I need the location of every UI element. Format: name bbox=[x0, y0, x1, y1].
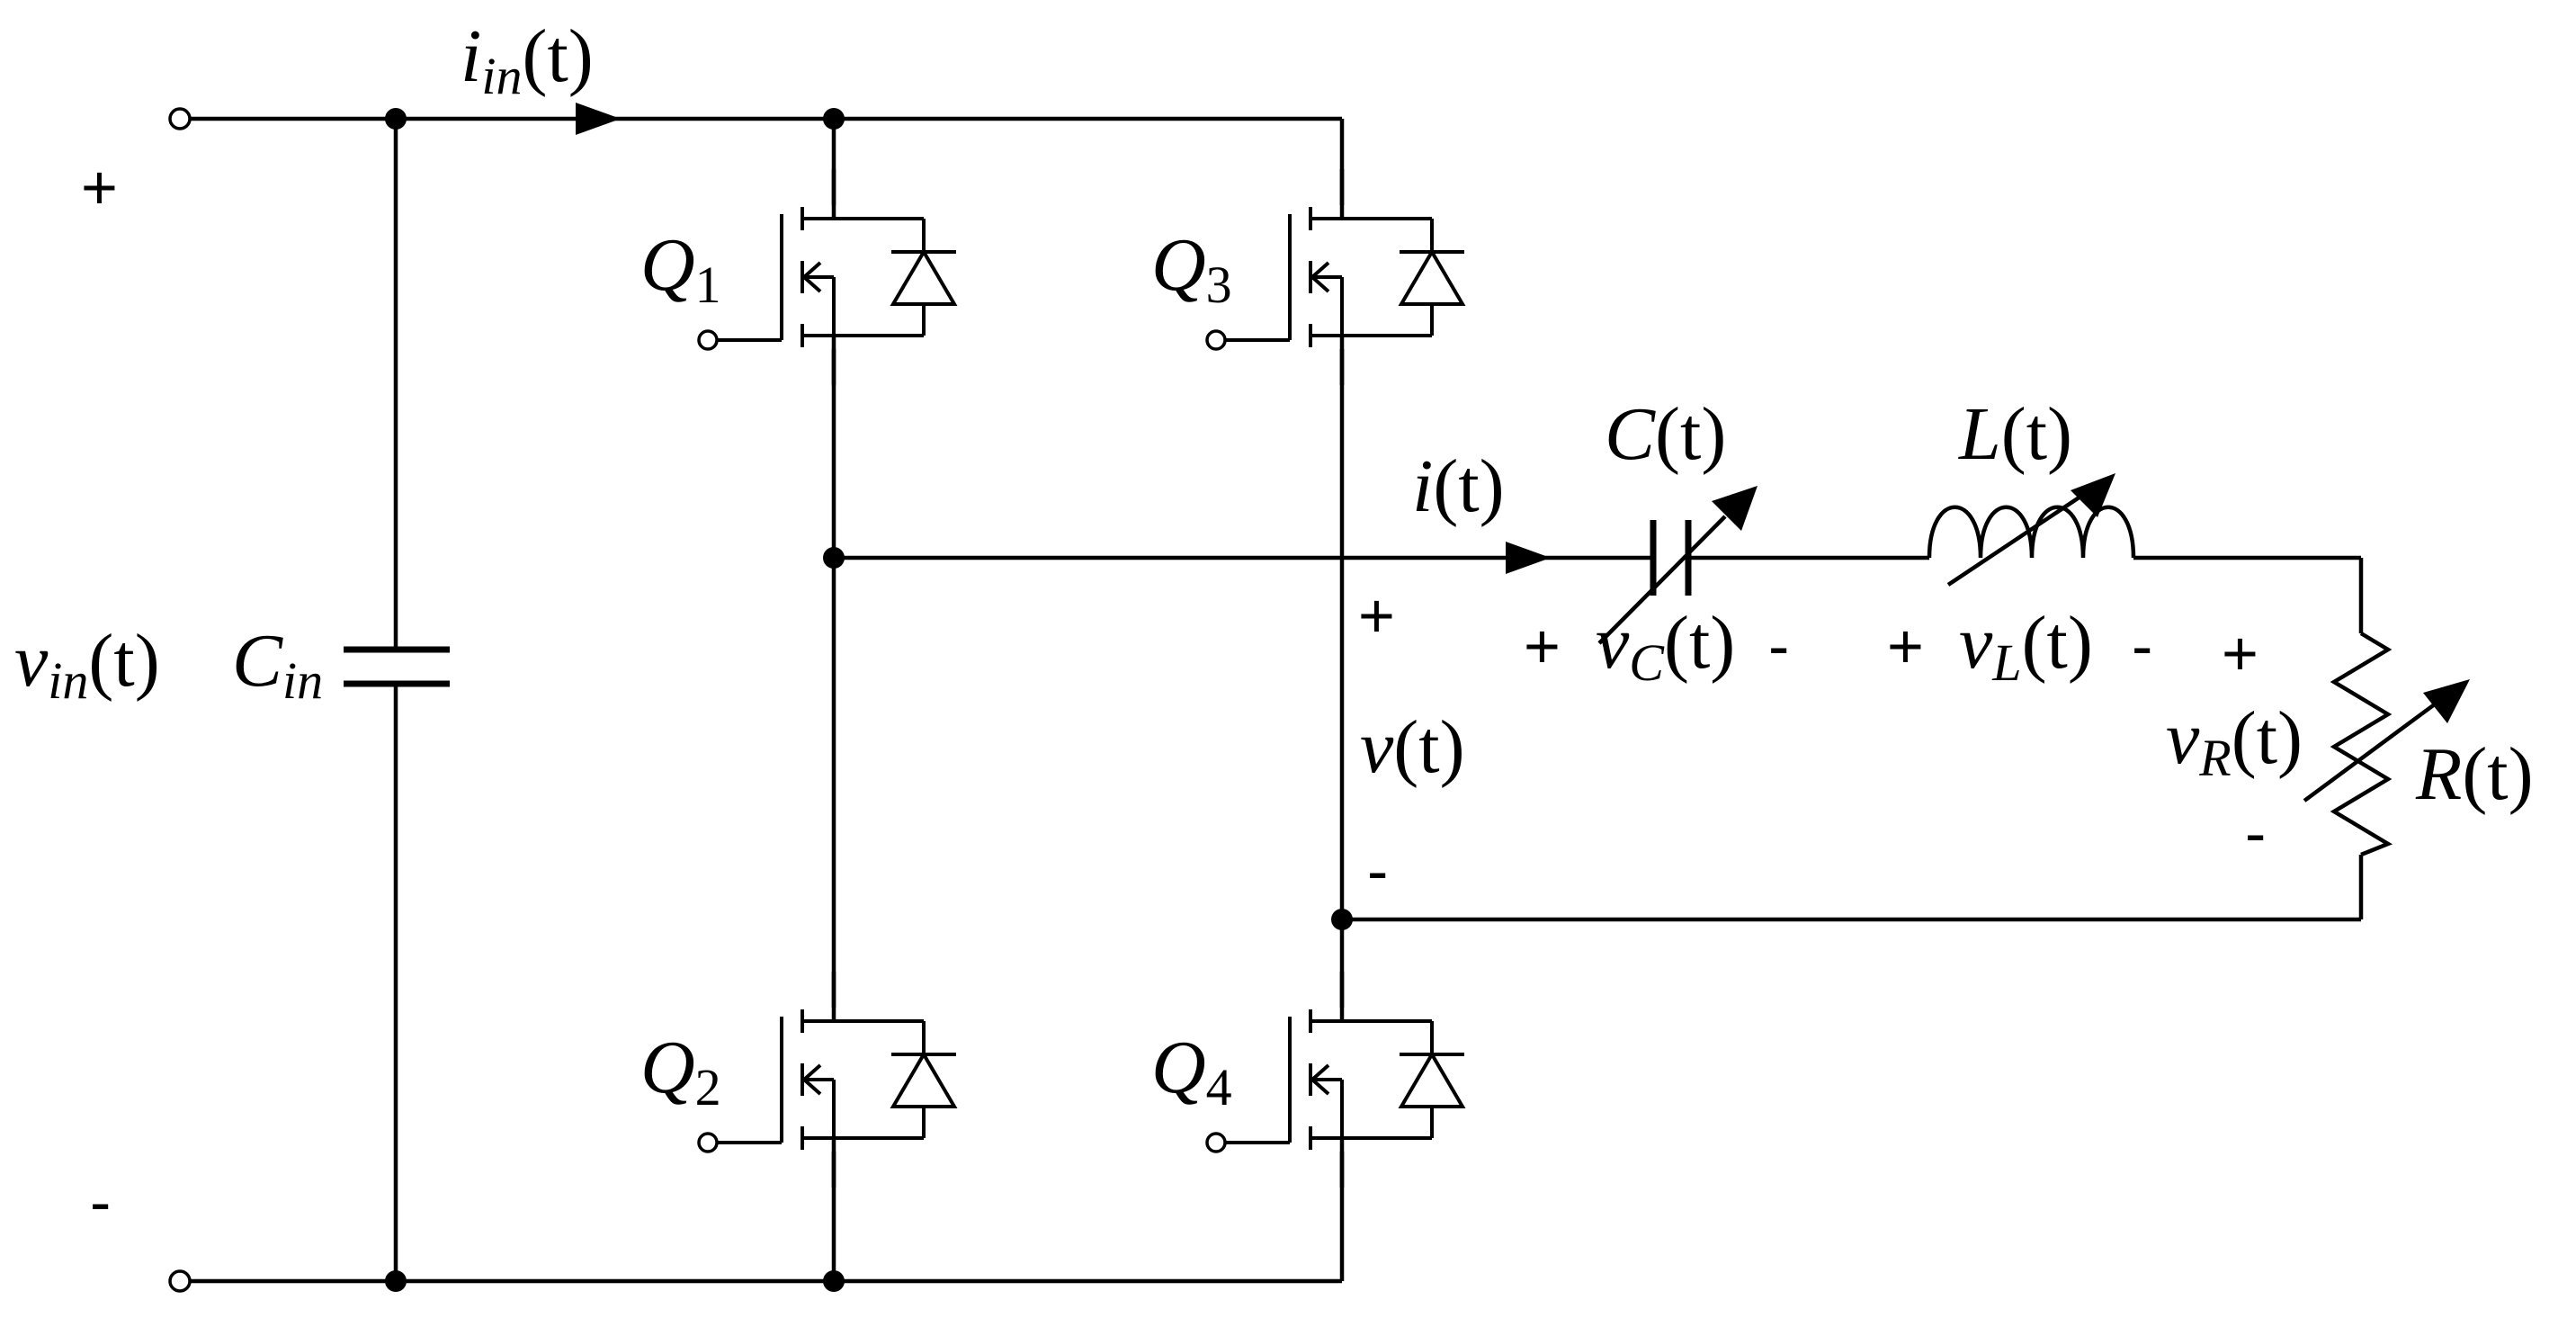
vin-plus-sign: + bbox=[81, 152, 118, 222]
iin-label: iin(t) bbox=[461, 14, 594, 105]
vr-label: vR(t) bbox=[2166, 696, 2303, 787]
vc-plus-sign: + bbox=[1524, 611, 1561, 681]
vc-minus-sign: - bbox=[1768, 611, 1789, 681]
vl-plus-sign: + bbox=[1887, 611, 1924, 681]
switch-q1 bbox=[699, 169, 956, 385]
junction-dot bbox=[823, 108, 845, 130]
i-arrow bbox=[1506, 542, 1551, 574]
junction-dot bbox=[823, 1270, 845, 1292]
junction-dot bbox=[1331, 909, 1353, 930]
ct-label: C(t) bbox=[1605, 392, 1726, 476]
q2-label: Q2 bbox=[640, 1026, 721, 1116]
ct-variable-arrow bbox=[1712, 486, 1758, 531]
cin-label: Cin bbox=[232, 619, 323, 710]
v-plus-sign: + bbox=[1358, 580, 1395, 650]
switch-q3 bbox=[1207, 169, 1464, 385]
switch-q4 bbox=[1207, 972, 1464, 1188]
rt-label: R(t) bbox=[2415, 732, 2534, 816]
vc-label: vC(t) bbox=[1596, 601, 1735, 692]
q1-label: Q1 bbox=[640, 223, 721, 314]
junction-dot bbox=[385, 1270, 407, 1292]
q3-label: Q3 bbox=[1151, 223, 1232, 314]
q4-label: Q4 bbox=[1151, 1026, 1232, 1116]
vl-label: vL(t) bbox=[1959, 601, 2093, 692]
vr-minus-sign: - bbox=[2245, 798, 2266, 868]
lt-label: L(t) bbox=[1958, 392, 2072, 476]
junction-dot bbox=[385, 108, 407, 130]
v-label: v(t) bbox=[1360, 705, 1465, 789]
input-terminal-positive bbox=[168, 107, 192, 130]
iin-arrow bbox=[576, 103, 621, 135]
i-label: i(t) bbox=[1412, 444, 1505, 528]
vr-plus-sign: + bbox=[2222, 618, 2258, 688]
switch-q2 bbox=[699, 972, 956, 1188]
v-minus-sign: - bbox=[1367, 836, 1388, 906]
resistor-zigzag bbox=[2330, 632, 2393, 857]
vl-minus-sign: - bbox=[2132, 611, 2152, 681]
junction-dot bbox=[823, 547, 845, 569]
inductor-coil bbox=[1927, 505, 2136, 559]
input-terminal-negative bbox=[168, 1269, 192, 1293]
lt-variable-arrow bbox=[2071, 473, 2115, 517]
rt-variable-arrow bbox=[2423, 679, 2470, 723]
vin-label: vin(t) bbox=[14, 619, 160, 710]
vin-minus-sign: - bbox=[90, 1167, 111, 1237]
